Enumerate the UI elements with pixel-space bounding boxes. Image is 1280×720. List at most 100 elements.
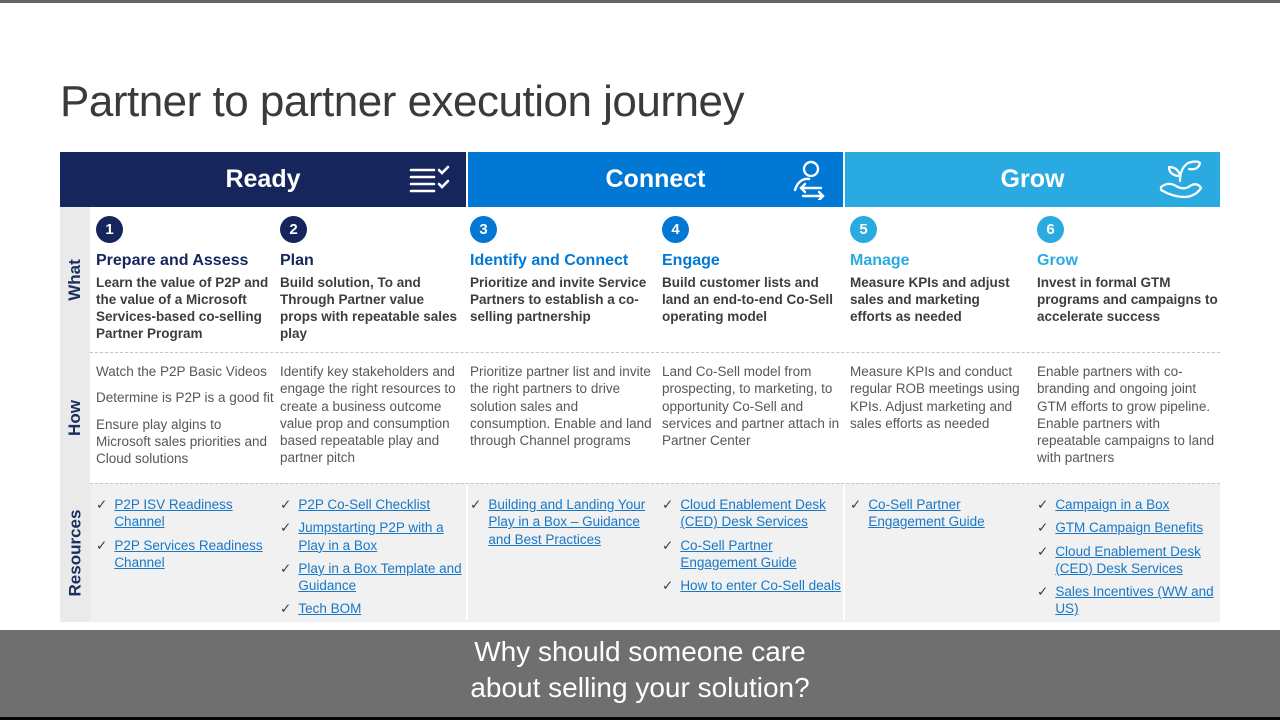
checkmark-icon: ✓	[662, 578, 674, 594]
list-item: ✓ GTM Campaign Benefits	[1037, 519, 1219, 536]
how-paragraph: Identify key stakeholders and engage the…	[280, 364, 456, 466]
phase-header-ready: Ready	[60, 152, 466, 207]
step-column-6: 6 Grow Invest in formal GTM programs and…	[1037, 207, 1219, 622]
checkmark-icon: ✓	[1037, 520, 1049, 536]
how-cell: Watch the P2P Basic Videos Determine is …	[96, 352, 276, 483]
list-item: ✓ Cloud Enablement Desk (CED) Desk Servic…	[1037, 543, 1219, 578]
step-title: Engage	[662, 252, 720, 269]
step-description: Measure KPIs and adjust sales and market…	[850, 275, 1010, 324]
resource-link[interactable]: P2P ISV Readiness Channel	[114, 497, 233, 530]
caption-line-1: Why should someone care	[474, 636, 806, 667]
resource-link[interactable]: Co-Sell Partner Engagement Guide	[680, 537, 797, 570]
list-item: ✓Play in a Box Template and Guidance	[280, 560, 462, 595]
step-description: Prioritize and invite Service Partners t…	[470, 275, 647, 324]
step-number-badge: 3	[470, 216, 497, 243]
caption-line-2: about selling your solution?	[470, 672, 810, 703]
step-column-5: 5 Manage Measure KPIs and adjust sales a…	[850, 207, 1022, 622]
subtitle-caption-band: Why should someone care about selling yo…	[0, 630, 1280, 717]
phase-header-row: Ready Connect	[60, 152, 1220, 207]
what-cell: 1 Prepare and Assess Learn the value of …	[96, 207, 276, 352]
step-number-badge: 1	[96, 216, 123, 243]
step-title: Manage	[850, 252, 910, 269]
step-column-1: 1 Prepare and Assess Learn the value of …	[96, 207, 276, 622]
resource-link[interactable]: GTM Campaign Benefits	[1055, 520, 1204, 536]
list-item: ✓ Co-Sell Partner Engagement Guide	[850, 496, 1022, 531]
how-paragraph: Ensure play algins to Microsoft sales pr…	[96, 416, 268, 467]
step-column-4: 4 Engage Build customer lists and land a…	[662, 207, 842, 622]
page-title: Partner to partner execution journey	[60, 77, 744, 127]
step-column-2: 2 Plan Build solution, To and Through Pa…	[280, 207, 462, 622]
what-cell: 2 Plan Build solution, To and Through Pa…	[280, 207, 462, 352]
step-description: Learn the value of P2P and the value of …	[96, 275, 269, 341]
list-item: ✓ P2P ISV Readiness Channel	[96, 496, 276, 531]
step-description: Build solution, To and Through Partner v…	[280, 275, 458, 341]
checkmark-icon: ✓	[1037, 497, 1049, 512]
resource-list: ✓ Cloud Enablement Desk (CED) Desk Servic…	[662, 496, 842, 594]
list-item: ✓Building and Landing Your Play in a Box…	[470, 496, 652, 548]
list-item: ✓ P2P Services Readiness Channel	[96, 537, 276, 572]
journey-table-body: What How Resources 1 Prepare and Assess …	[60, 207, 1220, 622]
resource-link[interactable]: Cloud Enablement Desk (CED) Desk Service…	[1055, 543, 1201, 576]
how-paragraph: Determine is P2P is a good fit	[96, 390, 274, 406]
resource-link[interactable]: P2P Co-Sell Checklist	[298, 497, 431, 512]
what-cell: 4 Engage Build customer lists and land a…	[662, 207, 842, 352]
resource-list: ✓ Co-Sell Partner Engagement Guide	[850, 496, 1022, 531]
phase-name-ready: Ready	[225, 165, 301, 193]
row-label-how: How	[65, 399, 85, 436]
row-separator	[90, 352, 1220, 353]
resources-cell: ✓ Cloud Enablement Desk (CED) Desk Servic…	[662, 483, 842, 622]
list-item: ✓Sales Incentives (WW and US)	[1037, 583, 1219, 618]
how-cell: Measure KPIs and conduct regular ROB mee…	[850, 352, 1022, 483]
resources-cell: ✓ Co-Sell Partner Engagement Guide	[850, 483, 1022, 622]
top-border-line	[0, 0, 1280, 3]
how-paragraph: Measure KPIs and conduct regular ROB mee…	[850, 364, 1020, 431]
list-item: ✓Co-Sell Partner Engagement Guide	[662, 537, 842, 572]
checkmark-icon: ✓	[96, 537, 108, 553]
checkmark-icon: ✓	[280, 601, 292, 617]
phase-name-grow: Grow	[1000, 165, 1065, 193]
resource-link[interactable]: Building and Landing Your Play in a Box …	[488, 497, 646, 547]
how-paragraph: Prioritize partner list and invite the r…	[470, 364, 652, 449]
step-number-badge: 4	[662, 216, 689, 243]
resource-link[interactable]: Co-Sell Partner Engagement Guide	[868, 497, 985, 530]
checkmark-icon: ✓	[850, 497, 862, 512]
resource-link[interactable]: P2P Services Readiness Channel	[114, 537, 263, 570]
step-number-badge: 5	[850, 216, 877, 243]
checkmark-icon: ✓	[96, 497, 108, 512]
phase-header-grow: Grow	[845, 152, 1220, 207]
list-item: ✓ P2P Co-Sell Checklist	[280, 496, 462, 513]
resource-link[interactable]: Tech BOM	[298, 601, 362, 617]
resource-list: ✓Building and Landing Your Play in a Box…	[470, 496, 652, 548]
phase-name-connect: Connect	[605, 165, 706, 193]
resource-link[interactable]: Sales Incentives (WW and US)	[1055, 584, 1214, 617]
journey-table: Ready Connect	[60, 152, 1220, 622]
row-label-what: What	[65, 258, 85, 301]
row-label-strip	[60, 207, 90, 622]
checkmark-icon: ✓	[1037, 543, 1049, 559]
phase-header-connect: Connect	[468, 152, 843, 207]
how-cell: Prioritize partner list and invite the r…	[470, 352, 652, 483]
resource-link[interactable]: Cloud Enablement Desk (CED) Desk Service…	[680, 497, 826, 530]
checkmark-icon: ✓	[280, 497, 292, 512]
bottom-border-bar	[0, 717, 1280, 720]
resource-link[interactable]: How to enter Co-Sell deals	[680, 578, 841, 594]
resources-row-background	[468, 483, 843, 622]
resource-link[interactable]: Campaign in a Box	[1055, 497, 1170, 512]
list-item: ✓ Tech BOM	[280, 600, 462, 617]
resource-link[interactable]: Play in a Box Template and Guidance	[298, 560, 462, 594]
resource-list: ✓ Campaign in a Box ✓ GTM Campaign Benefit…	[1037, 496, 1219, 618]
list-item: ✓Cloud Enablement Desk (CED) Desk Servic…	[662, 496, 842, 531]
resources-cell: ✓Building and Landing Your Play in a Box…	[470, 483, 652, 622]
step-number-badge: 2	[280, 216, 307, 243]
row-separator	[90, 483, 1220, 484]
checkmark-icon: ✓	[280, 520, 292, 536]
step-number-badge: 6	[1037, 216, 1064, 243]
resources-cell: ✓ P2P Co-Sell Checklist ✓ Jumpstarting P2P…	[280, 483, 462, 622]
resource-link[interactable]: Jumpstarting P2P with a Play in a Box	[298, 520, 444, 553]
step-column-3: 3 Identify and Connect Prioritize and in…	[470, 207, 652, 622]
step-title: Grow	[1037, 252, 1078, 269]
step-description: Invest in formal GTM programs and campai…	[1037, 275, 1218, 324]
what-cell: 3 Identify and Connect Prioritize and in…	[470, 207, 652, 352]
how-paragraph: Land Co-Sell model from prospecting, to …	[662, 364, 840, 449]
